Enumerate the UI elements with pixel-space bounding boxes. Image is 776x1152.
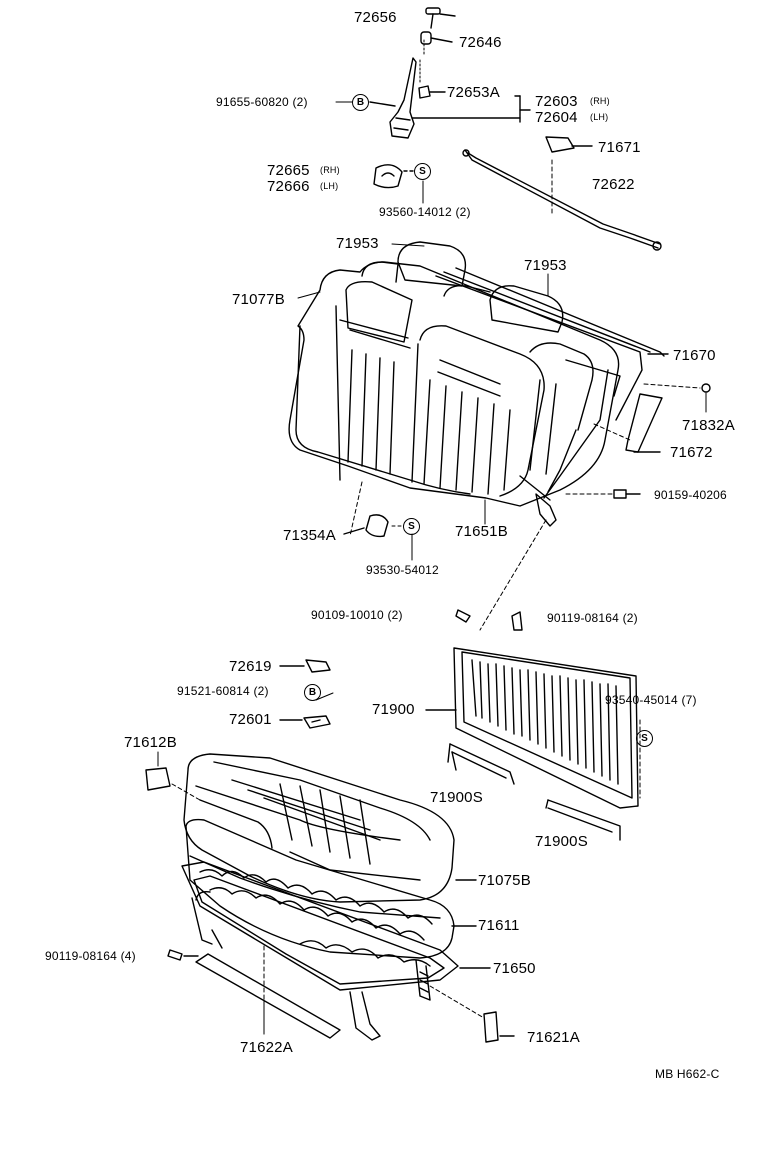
label-71953-a: 71953 (336, 235, 379, 252)
cushion-71075B (183, 753, 477, 903)
label-93560: 93560-14012 (2) (379, 205, 471, 219)
label-71621A: 71621A (527, 1029, 580, 1046)
cover-72665 (373, 164, 415, 189)
clip-71671 (545, 136, 593, 153)
label-72604: 72604 (535, 109, 578, 126)
label-90109: 90109-10010 (2) (311, 608, 403, 622)
screw-symbol-s-2: S (403, 518, 420, 535)
seatback-71077B (288, 241, 620, 507)
label-71900S-b: 71900S (535, 833, 588, 850)
label-91521: 91521-60814 (2) (177, 684, 269, 698)
bracket-71900S-a (447, 743, 515, 785)
label-72666: 72666 (267, 178, 310, 195)
bolt-71832A (643, 383, 711, 413)
cover-71612B (145, 751, 201, 801)
label-72646: 72646 (459, 34, 502, 51)
screw-symbol-s-3: S (636, 730, 653, 747)
diagram-code: MB H662-C (655, 1067, 720, 1081)
bolt-90159-40206 (565, 489, 641, 499)
screw-symbol-s: S (414, 163, 431, 180)
latch-72601 (279, 715, 331, 729)
label-72604-lh: (LH) (590, 112, 609, 122)
label-71900: 71900 (372, 701, 415, 718)
label-91655: 91655-60820 (2) (216, 95, 308, 109)
label-90159: 90159-40206 (654, 488, 727, 502)
bolt-symbol-b-2: B (304, 684, 321, 701)
clip-72619 (279, 659, 331, 673)
label-71670: 71670 (673, 347, 716, 364)
label-93540: 93540-45014 (7) (605, 693, 697, 707)
label-72603-rh: (RH) (590, 96, 610, 106)
frame-71650 (181, 861, 491, 1041)
pad-71611 (185, 818, 477, 959)
label-71900S-a: 71900S (430, 789, 483, 806)
board-71900 (425, 647, 641, 809)
leader-lines (297, 39, 549, 701)
lock-assembly-72603 (369, 57, 521, 139)
label-71077B: 71077B (232, 291, 285, 308)
label-93530: 93530-54012 (366, 563, 439, 577)
label-72665: 72665 (267, 162, 310, 179)
label-72622: 72622 (592, 176, 635, 193)
label-90119-a: 90119-08164 (2) (547, 611, 638, 625)
rod-72622 (462, 149, 662, 251)
label-71354A: 71354A (283, 527, 336, 544)
label-72603: 72603 (535, 93, 578, 110)
bracket-71900S-b (545, 799, 621, 841)
label-71651B: 71651B (455, 523, 508, 540)
screw-90119-a (511, 611, 523, 631)
label-71612B: 71612B (124, 734, 177, 751)
cover-71621A (429, 985, 515, 1043)
bracket-lines-72603 (514, 95, 531, 123)
seatback-frame-71670 (435, 267, 669, 527)
label-72619: 72619 (229, 658, 272, 675)
label-71953-b: 71953 (524, 257, 567, 274)
label-72653A: 72653A (447, 84, 500, 101)
label-71611: 71611 (478, 917, 520, 934)
label-90119-b: 90119-08164 (4) (45, 949, 136, 963)
label-72601: 72601 (229, 711, 272, 728)
bushing-72646 (420, 31, 453, 45)
hinge-71354A (343, 481, 403, 538)
label-72665-rh: (RH) (320, 165, 340, 175)
label-71832A: 71832A (682, 417, 735, 434)
lock-pin-72656 (425, 7, 456, 29)
bolt-symbol-b: B (352, 94, 369, 111)
screw-90109 (455, 609, 471, 623)
label-71672: 71672 (670, 444, 713, 461)
strip-71622A (195, 945, 341, 1039)
label-71650: 71650 (493, 960, 536, 977)
label-72656: 72656 (354, 9, 397, 26)
screw-90119-b (167, 949, 199, 961)
cover-71672 (593, 393, 663, 453)
label-71075B: 71075B (478, 872, 531, 889)
label-71622A: 71622A (240, 1039, 293, 1056)
label-72666-lh: (LH) (320, 181, 339, 191)
label-71671: 71671 (598, 139, 641, 156)
